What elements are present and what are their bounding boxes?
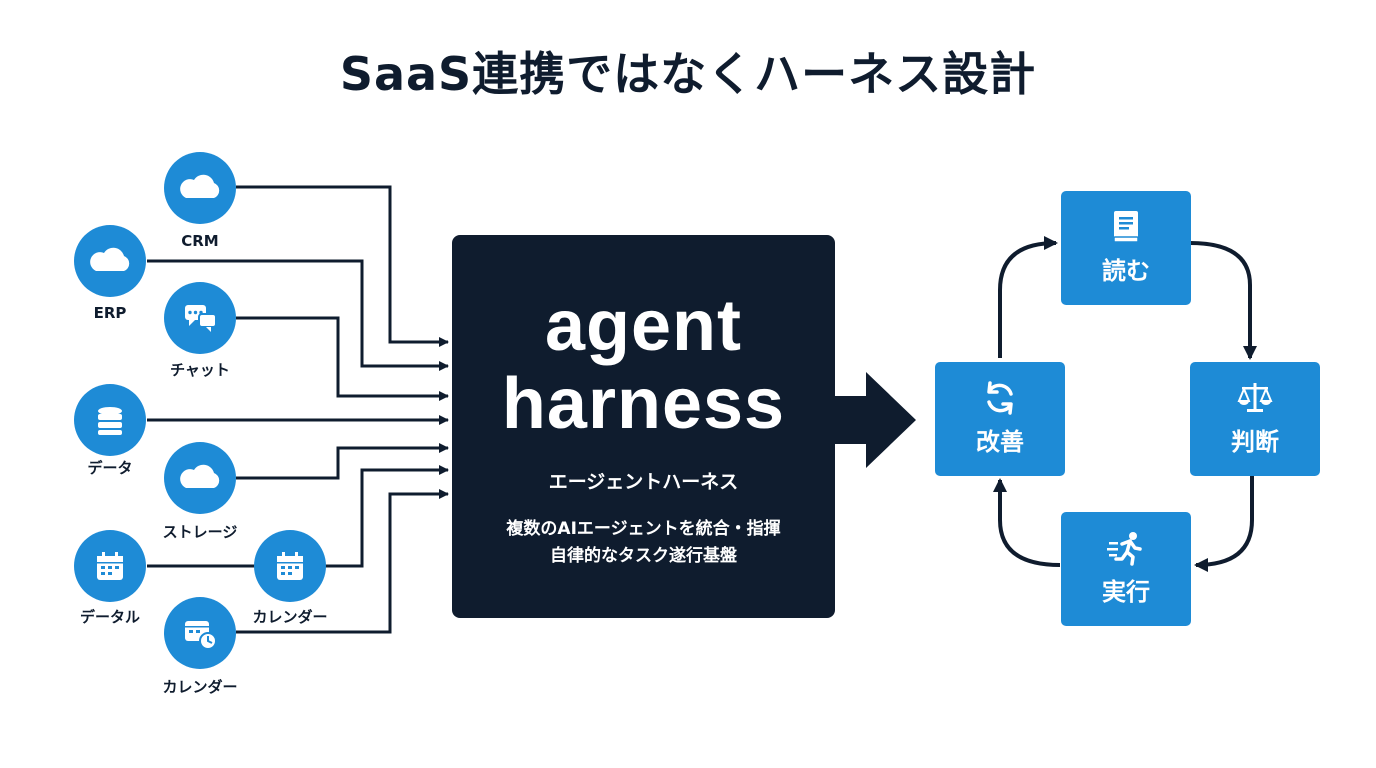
source-node-storage: ストレージ xyxy=(163,442,238,541)
harness-description: 複数のAIエージェントを統合・指揮 自律的なタスク遂行基盤 xyxy=(452,516,835,570)
svg-text:ERP: ERP xyxy=(94,304,127,322)
connector-calendar xyxy=(325,465,449,568)
connector-calendar-2 xyxy=(236,489,449,634)
cycle-arrow-improve-to-read xyxy=(998,236,1058,358)
source-node-crm: CRM xyxy=(164,152,236,250)
harness-subtitle: エージェントハーネス xyxy=(548,471,739,493)
scale-icon xyxy=(1237,383,1273,412)
connector-crm xyxy=(236,185,449,347)
source-node-chat: チャット xyxy=(164,282,236,379)
source-node-data-l: データル xyxy=(74,530,146,626)
calendar-icon xyxy=(277,552,303,580)
cycle-arrow-judge-to-execute xyxy=(1194,476,1254,572)
cycle-step-read-label: 読む xyxy=(1102,257,1150,285)
svg-text:カレンダー: カレンダー xyxy=(252,608,327,626)
agent-harness-box: agent harness エージェントハーネス 複数のAIエージェントを統合・… xyxy=(452,235,835,618)
cycle-arrow-read-to-judge xyxy=(1189,241,1257,360)
source-connectors xyxy=(147,185,449,634)
book-icon xyxy=(1113,211,1139,243)
svg-text:チャット: チャット xyxy=(170,361,230,379)
harness-title-line1: agent xyxy=(544,286,743,366)
source-node-erp: ERP xyxy=(74,225,146,322)
output-arrow xyxy=(835,372,916,468)
page-title: SaaS連携ではなくハーネス設計 xyxy=(339,47,1037,101)
source-node-calendar-2: カレンダー xyxy=(162,597,238,696)
cycle-step-judge-label: 判断 xyxy=(1231,428,1279,456)
svg-text:データル: データル xyxy=(80,608,140,626)
harness-title: agent harness xyxy=(452,287,835,443)
cycle-step-read: 読む xyxy=(1061,191,1191,305)
cycle-step-improve: 改善 xyxy=(935,362,1065,476)
cycle-step-judge: 判断 xyxy=(1190,362,1320,476)
running-icon xyxy=(1107,532,1142,566)
cycle-connectors xyxy=(993,236,1257,572)
svg-text:カレンダー: カレンダー xyxy=(162,678,237,696)
svg-text:CRM: CRM xyxy=(181,232,219,250)
calendar-icon xyxy=(97,552,123,580)
harness-description-line1: 複数のAIエージェントを統合・指揮 xyxy=(506,519,781,539)
connector-storage xyxy=(236,443,449,480)
connector-erp xyxy=(147,259,449,371)
refresh-icon xyxy=(987,381,1013,415)
cycle-step-execute-label: 実行 xyxy=(1102,578,1150,606)
harness-title-line2: harness xyxy=(501,364,786,444)
source-node-data: データ xyxy=(74,384,146,477)
svg-text:ストレージ: ストレージ xyxy=(163,523,238,541)
cycle-arrow-execute-to-improve xyxy=(993,478,1061,567)
svg-text:データ: データ xyxy=(87,459,132,477)
connector-chat xyxy=(236,316,449,401)
source-node-calendar: カレンダー xyxy=(252,530,328,626)
cycle-step-improve-label: 改善 xyxy=(976,428,1024,456)
harness-description-line2: 自律的なタスク遂行基盤 xyxy=(550,546,737,566)
cycle-step-execute: 実行 xyxy=(1061,512,1191,626)
